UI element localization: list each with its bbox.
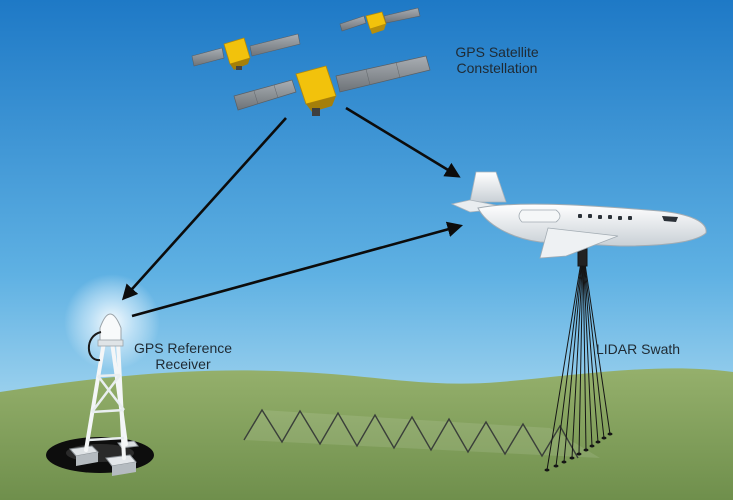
arrow-receiver-aircraft-link bbox=[131, 221, 464, 318]
lidar-beam-fan bbox=[546, 245, 611, 471]
aircraft-icon bbox=[450, 171, 707, 259]
label-line: Constellation bbox=[456, 60, 538, 76]
lidar-footprints bbox=[544, 432, 613, 472]
arrow-satellite-to-receiver bbox=[121, 117, 287, 301]
scan-pattern bbox=[243, 408, 600, 459]
label-line: LIDAR Swath bbox=[596, 341, 681, 357]
arrow-satellite-to-aircraft bbox=[345, 106, 461, 178]
reference-tower-icon bbox=[46, 313, 154, 476]
gps-satellite-icon bbox=[191, 33, 301, 70]
label-line: GPS Satellite bbox=[455, 44, 539, 60]
label-gps-reference-receiver: GPS Reference Receiver bbox=[118, 340, 248, 372]
ground bbox=[0, 368, 733, 500]
signal-arrows bbox=[121, 106, 464, 318]
label-lidar-swath: LIDAR Swath bbox=[596, 341, 716, 357]
gps-satellite-icon bbox=[339, 7, 421, 34]
label-line: GPS Reference bbox=[133, 340, 233, 356]
label-line: Receiver bbox=[155, 356, 211, 372]
gps-satellite-icon bbox=[233, 55, 431, 116]
label-gps-satellite-constellation: GPS Satellite Constellation bbox=[437, 44, 557, 76]
